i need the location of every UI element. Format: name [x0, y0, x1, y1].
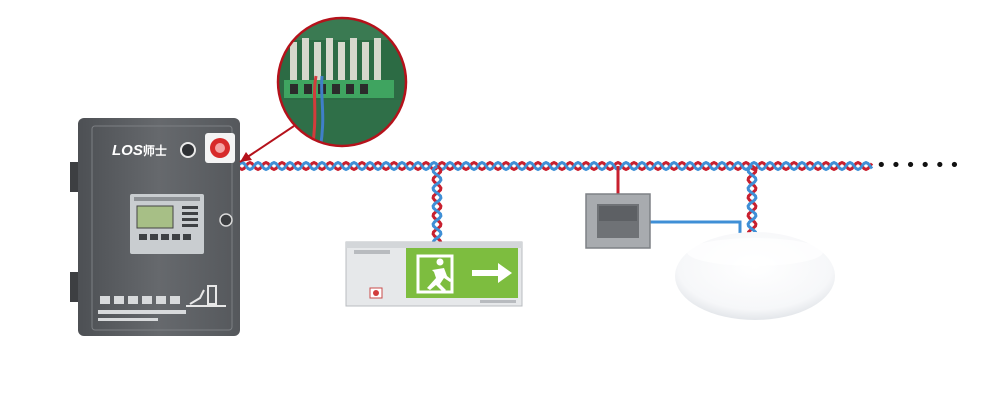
exit-sign-icon — [345, 241, 523, 307]
drop-exit-blue-wire — [431, 164, 443, 243]
indicator-icon — [180, 142, 196, 158]
wall-switch-icon — [585, 193, 651, 249]
arrow-right-icon — [472, 263, 512, 283]
bus-blue-wire — [236, 160, 874, 172]
function-icons-strip — [98, 296, 186, 321]
twisted-pair-bus — [236, 160, 874, 172]
running-man-icon — [416, 254, 454, 294]
key-lock-icon — [219, 213, 233, 227]
brand-logo: LOS师士 — [112, 142, 167, 159]
lcd-screen — [136, 205, 174, 229]
keypad-icon — [139, 234, 191, 240]
switch-to-light-blue-wire — [650, 220, 742, 236]
bus-continuation-dots: •••••• — [876, 155, 964, 176]
drop-exit-sign — [431, 164, 443, 243]
controller-cabinet-icon: LOS师士 — [70, 118, 240, 336]
exit-door-icon — [186, 285, 226, 307]
drop-light-blue-wire — [746, 164, 758, 240]
ceiling-light-icon — [675, 232, 835, 320]
pcb-closeup-icon — [239, 16, 408, 163]
drop-ceiling-light — [746, 164, 758, 240]
